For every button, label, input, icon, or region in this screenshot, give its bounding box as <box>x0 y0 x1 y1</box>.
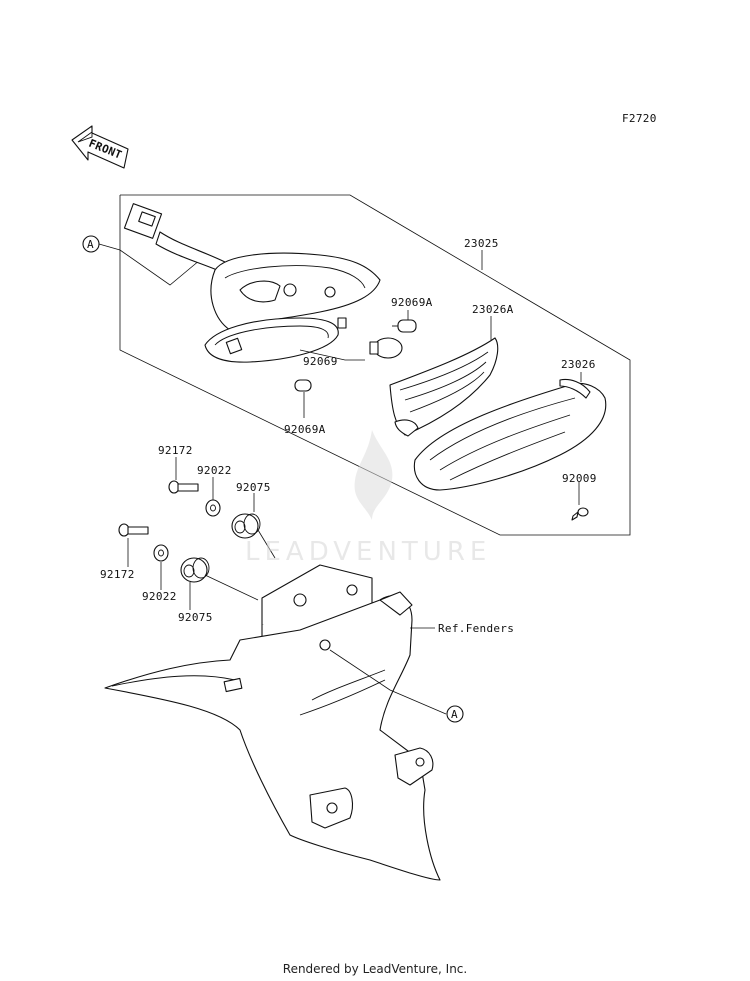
ref-marker-a-top: A <box>82 235 201 286</box>
svg-text:LEADVENTURE: LEADVENTURE <box>245 537 491 567</box>
lens-right <box>413 378 607 491</box>
bulb-lower-icon <box>294 379 312 392</box>
callout-grommet-upper: 92075 <box>236 481 271 494</box>
assembly-frame <box>119 194 631 536</box>
callout-fenders-ref: Ref.Fenders <box>438 622 514 635</box>
callout-grommet-lower: 92075 <box>178 611 213 624</box>
callout-bulb-lower: 92069A <box>284 423 326 436</box>
rear-fender <box>104 591 441 881</box>
callout-assembly: 23025 <box>464 237 499 250</box>
svg-text:A: A <box>87 238 94 251</box>
grommet-lower-icon <box>180 557 210 583</box>
callout-lens-right: 23026 <box>561 358 596 371</box>
svg-text:A: A <box>451 708 458 721</box>
callout-bulb-upper: 92069A <box>391 296 433 309</box>
callout-washer-upper: 92022 <box>197 464 232 477</box>
callout-screw: 92009 <box>562 472 597 485</box>
tail-light-housing <box>204 252 381 363</box>
callout-lens-left: 23026A <box>472 303 514 316</box>
washer-lower-icon <box>153 544 169 562</box>
bolt-upper-icon <box>168 480 199 494</box>
figure-code: F2720 <box>622 112 657 125</box>
footer-credit: Rendered by LeadVenture, Inc. <box>282 962 468 976</box>
front-arrow-icon: FRONT <box>71 125 129 169</box>
ref-marker-a-bottom: A <box>446 705 464 723</box>
lens-left <box>389 337 499 437</box>
screw-icon <box>571 507 589 521</box>
bulb-upper-icon <box>392 319 417 333</box>
callout-bolt-lower: 92172 <box>100 568 135 581</box>
bolt-lower-icon <box>118 523 149 537</box>
washer-upper-icon <box>205 499 221 517</box>
tail-light-connector <box>123 203 226 273</box>
callout-washer-lower: 92022 <box>142 590 177 603</box>
bulb-main-icon <box>369 337 403 359</box>
leadventure-watermark: LEADVENTURE <box>245 430 491 567</box>
callout-bulb-main: 92069 <box>303 355 338 368</box>
grommet-upper-icon <box>231 513 261 539</box>
callout-bolt-upper: 92172 <box>158 444 193 457</box>
